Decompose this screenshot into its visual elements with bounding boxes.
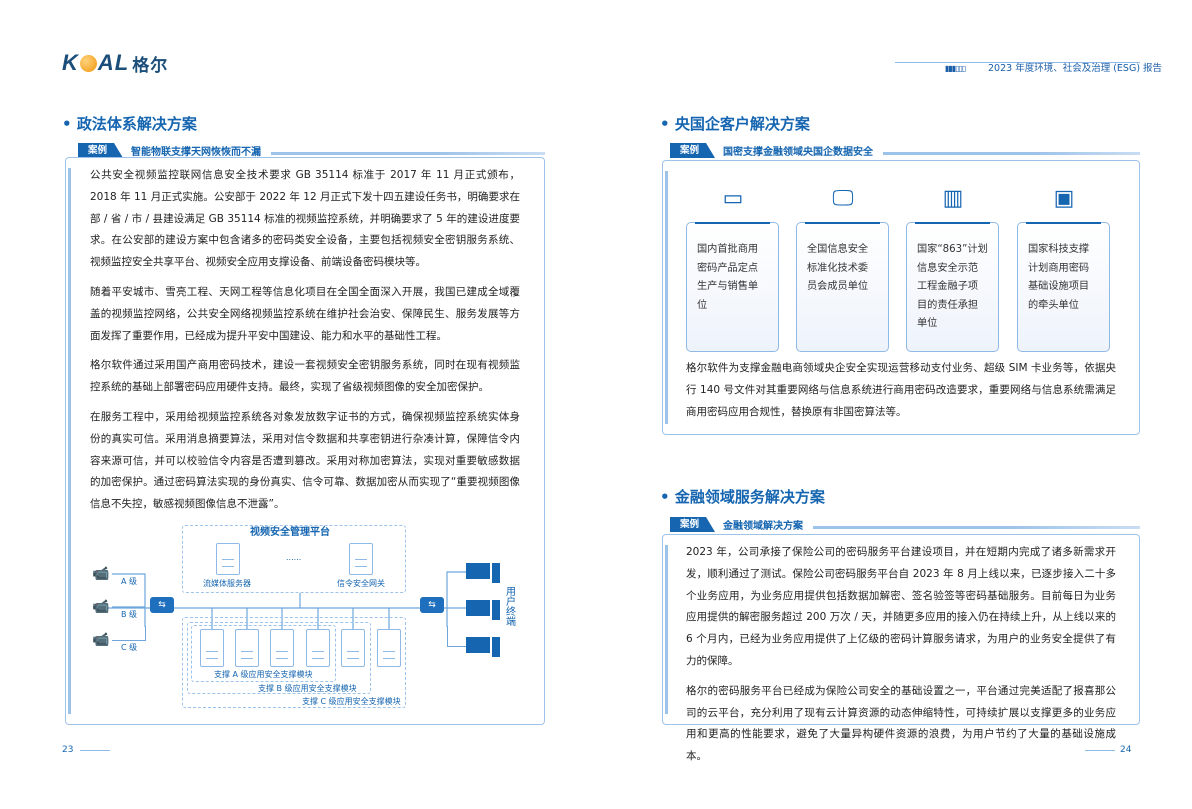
gateway-label: 信令安全网关 <box>337 579 385 588</box>
desktop-tower-icon <box>492 563 500 583</box>
credential-card: 国家“863”计划信息安全示范工程金融子项目的责任承担单位 <box>906 222 999 352</box>
chip-icon: ▣ <box>1053 186 1075 211</box>
platform-title: 视频安全管理平台 <box>250 527 330 538</box>
camera-label: B 级 <box>121 610 138 619</box>
section-title-soe: • 央国企客户解决方案 <box>660 115 810 133</box>
report-title: 2023 年度环境、社会及治理 (ESG) 报告 <box>988 63 1163 74</box>
case-rule <box>271 152 545 155</box>
case-body: 2023 年，公司承接了保险公司的密码服务平台建设项目，并在短期内完成了诸多新需… <box>686 542 1116 768</box>
streaming-server-label: 流媒体服务器 <box>203 579 251 588</box>
page-ornament <box>1085 750 1115 751</box>
server-icon <box>200 629 224 667</box>
module-b-label: 支撑 B 级应用安全支撑模块 <box>258 684 357 693</box>
module-a-box <box>191 625 336 682</box>
case-rule <box>883 152 1140 155</box>
desktop-icon <box>466 600 490 616</box>
paragraph: 格尔软件为支撑金融电商领域央企安全实现运营移动支付业务、超级 SIM 卡业务等，… <box>686 362 1116 418</box>
section-title-finance: • 金融领域服务解决方案 <box>660 488 825 506</box>
case-bar: 案例 国密支撑金融领域央国企数据安全 <box>670 143 1140 158</box>
camera-connector <box>112 640 146 641</box>
case-bar: 案例 智能物联支撑天网恢恢而不漏 <box>78 143 545 158</box>
paragraph: 在服务工程中，采用给视频监控系统各对象发放数字证书的方式，确保视频监控系统实体身… <box>90 410 520 511</box>
case-title: 国密支撑金融领域央国企数据安全 <box>723 147 874 158</box>
camera-label: C 级 <box>121 643 138 652</box>
case-title: 金融领域解决方案 <box>723 521 804 532</box>
paragraph: 格尔软件通过采用国产商用密码技术，建设一套视频安全密钥服务系统，同时在现有视频监… <box>90 359 520 394</box>
module-b-box <box>187 622 371 694</box>
camera-label: A 级 <box>121 577 138 586</box>
server-icon <box>349 543 373 575</box>
camera-icon: 📹 <box>92 632 110 648</box>
server-icon <box>270 629 294 667</box>
switch-icon: ⇆ <box>420 597 444 613</box>
header-rule <box>895 62 1140 63</box>
camera-icon: 📹 <box>92 599 110 615</box>
terminal-connector <box>447 626 448 646</box>
camera-icon: 📹 <box>92 566 110 582</box>
case-frame <box>662 534 1140 725</box>
page-number: 23 <box>62 745 74 755</box>
desktop-tower-icon <box>492 637 500 657</box>
server-icon <box>216 543 240 575</box>
module-c-label: 支撑 C 级应用安全支撑模块 <box>302 697 401 706</box>
paragraph: 公共安全视频监控联网信息安全技术要求 GB 35114 标准于 2017 年 1… <box>90 169 520 269</box>
desktop-icon <box>466 563 490 579</box>
paragraph: 2023 年，公司承接了保险公司的密码服务平台建设项目，并在短期内完成了诸多新需… <box>686 546 1116 667</box>
module-a-label: 支撑 A 级应用安全支撑模块 <box>214 670 313 679</box>
case-frame <box>662 160 1140 435</box>
page-ornament <box>80 750 110 751</box>
paragraph: 随着平安城市、雪亮工程、天网工程等信息化项目在全国全面深入开展，我国已建成全域覆… <box>90 285 520 342</box>
desktop-icon <box>466 637 490 653</box>
case-frame <box>65 157 545 725</box>
page-number: 24 <box>1120 745 1132 755</box>
module-c-box <box>182 617 406 708</box>
server-icon <box>377 629 401 667</box>
case-title: 智能物联支撑天网恢恢而不漏 <box>131 147 262 158</box>
platform-box <box>182 525 406 593</box>
paragraph: 格尔的密码服务平台已经成为保险公司安全的基础设置之一，平台通过完美适配了报喜那公… <box>686 684 1116 763</box>
case-tag: 案例 <box>670 517 716 532</box>
case-tag: 案例 <box>78 143 124 158</box>
case-body: 公共安全视频监控联网信息安全技术要求 GB 35114 标准于 2017 年 1… <box>90 165 520 516</box>
section-title-legal: • 政法体系解决方案 <box>62 115 197 133</box>
server-icon <box>341 629 365 667</box>
ellipsis: ...... <box>286 553 302 562</box>
case-bar: 案例 金融领域解决方案 <box>670 517 1140 532</box>
credential-card: 国内首批商用密码产品定点生产与销售单位 <box>686 222 779 352</box>
switch-icon: ⇆ <box>150 597 174 613</box>
server-device-icon: ▭ <box>722 186 744 211</box>
user-terminal-label: 用户终端 <box>506 587 516 628</box>
header-stripes: ▮▮▮▯▯▯ <box>945 64 966 73</box>
terminal-connector <box>447 646 466 647</box>
server-icon <box>235 629 259 667</box>
case-tag: 案例 <box>670 143 716 158</box>
building-icon: ▥ <box>942 186 964 211</box>
camera-connector <box>145 626 146 640</box>
desktop-tower-icon <box>492 600 500 620</box>
credential-card: 全国信息安全标准化技术委员会成员单位 <box>796 222 889 352</box>
server-icon <box>306 629 330 667</box>
credential-card: 国家科技支撑计划商用密码基础设施项目的牵头单位 <box>1017 222 1110 352</box>
case-rule <box>813 526 1140 529</box>
monitor-icon: 🖵 <box>832 186 854 211</box>
